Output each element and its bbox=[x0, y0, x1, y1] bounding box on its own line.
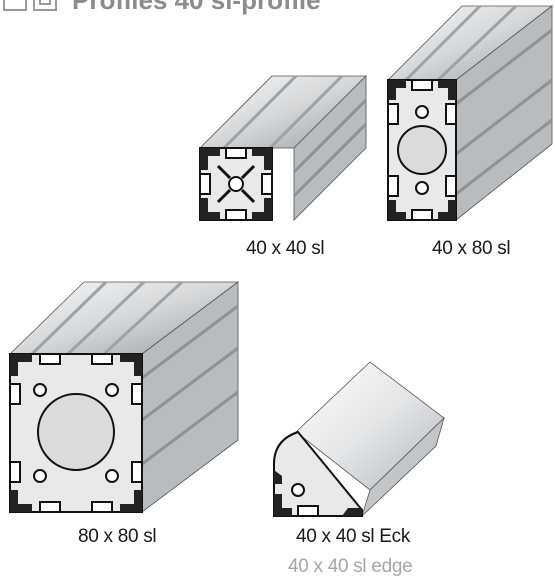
profile-label-40x40: 40 x 40 sl bbox=[246, 238, 325, 259]
profile-40x40-edge-image bbox=[273, 361, 445, 518]
profile-label-40x40-eck: 40 x 40 sl Eck bbox=[296, 526, 411, 547]
profile-label-80x80: 80 x 80 sl bbox=[78, 526, 157, 547]
profile-sublabel-40x40-edge: 40 x 40 sl edge bbox=[288, 556, 413, 577]
page-header: Profiles 40 sl-profile bbox=[0, 0, 555, 14]
profile-80x80-image bbox=[9, 280, 240, 513]
profile-section-icon bbox=[3, 0, 57, 11]
profile-40x40-image bbox=[199, 74, 368, 221]
profile-label-40x80: 40 x 80 sl bbox=[432, 238, 511, 259]
profile-40x80-image bbox=[387, 4, 554, 221]
page-title: Profiles 40 sl-profile bbox=[72, 0, 321, 15]
